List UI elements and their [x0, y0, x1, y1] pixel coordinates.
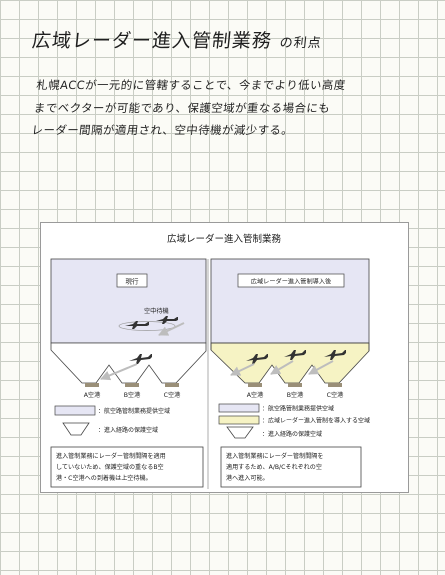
airport-a-ground [85, 383, 99, 387]
left-caption-line: 進入管制業務にレーダー管制間隔を適用 [56, 452, 166, 460]
airport-a-ground [248, 383, 262, 387]
left-caption-box [50, 446, 204, 488]
airport-c-ground [328, 383, 342, 387]
right-panel-label: 広域レーダー進入管制導入後 [251, 278, 332, 286]
note-line: までベクターが可能であり、保護空域が重なる場合にも [33, 100, 332, 115]
legend-area-swatch [54, 405, 96, 416]
holding-aircraft-icon [125, 321, 149, 329]
left-caption-line: 港・C空港への到着機は上空待機。 [56, 474, 152, 482]
figure-title: 広域レーダー進入管制業務 [167, 233, 282, 245]
arriving-aircraft-icon [324, 350, 346, 360]
page-title-suffix: の利点 [278, 36, 323, 51]
legend-route-text: ：進入経路の保護空域 [262, 430, 322, 438]
page-title: 広域レーダー進入管制業務の利点 [31, 26, 324, 53]
airport-label: A空港 [247, 391, 264, 399]
left-approach-funnels [50, 342, 207, 384]
approach-arrow [230, 363, 255, 376]
legend-area-text: ：航空路管制業務提供空域 [98, 407, 170, 415]
legend-route-swatch [62, 422, 90, 436]
right-caption-line: 適用するため、A/B/Cそれぞれの空 [226, 463, 322, 471]
left-enroute-area [50, 258, 207, 344]
right-caption-line: 進入管制業務にレーダー管制間隔を [226, 452, 324, 460]
airport-c-ground [165, 383, 179, 387]
page-title-main: 広域レーダー進入管制業務 [30, 30, 274, 52]
diagram-canvas: 広域レーダー進入管制業務 現行 空中待機 A空港 B空港 C空港 広域レーダー進… [50, 233, 370, 489]
approach-arrow [308, 360, 334, 375]
legend-route-text: ：進入経路の保護空域 [98, 426, 158, 434]
airport-label: B空港 [287, 391, 304, 399]
arriving-aircraft-icon [284, 350, 306, 360]
airport-b-ground [125, 383, 139, 387]
legend-area-text: ：航空路管制業務提供空域 [262, 405, 334, 413]
airport-label: C空港 [327, 391, 345, 399]
legend-area-swatch [218, 403, 260, 413]
arriving-aircraft-icon [246, 354, 268, 364]
right-panel-label-box [237, 273, 345, 288]
handwritten-note: 札幌ACCが一元的に管轄することで、今までより低い高度 までベクターが可能であり… [30, 74, 437, 142]
airport-b-ground [288, 383, 302, 387]
right-caption-line: 港へ進入可能。 [226, 474, 269, 482]
right-caption-box [220, 446, 362, 488]
airport-label: A空港 [84, 391, 101, 399]
note-line: 札幌ACCが一元的に管轄することで、今までより低い高度 [35, 78, 347, 92]
legend-radar-swatch [218, 415, 260, 425]
approach-arrow [158, 322, 185, 336]
left-panel-label: 現行 [126, 277, 140, 286]
right-enroute-area [210, 258, 370, 344]
note-line: レーダー間隔が適用され、空中待機が減少する。 [30, 123, 295, 137]
left-panel-label-box [116, 273, 148, 288]
arriving-aircraft-icon [129, 354, 152, 364]
airport-label: B空港 [124, 391, 141, 399]
legend-radar-text: ：広域レーダー進入管制を導入する空域 [262, 417, 370, 425]
airport-label: C空港 [164, 391, 182, 399]
holding-label: 空中待機 [144, 307, 169, 315]
legend-route-swatch [226, 426, 254, 439]
airspace-diagram: 広域レーダー進入管制業務 現行 空中待機 A空港 B空港 C空港 広域レーダー進… [40, 222, 409, 493]
approach-arrow [100, 363, 138, 381]
holding-pattern [118, 321, 176, 331]
approach-arrow [270, 360, 294, 375]
left-caption-line: していないため、保護空域の重なるB空 [56, 463, 164, 471]
holding-aircraft-icon [156, 316, 178, 324]
